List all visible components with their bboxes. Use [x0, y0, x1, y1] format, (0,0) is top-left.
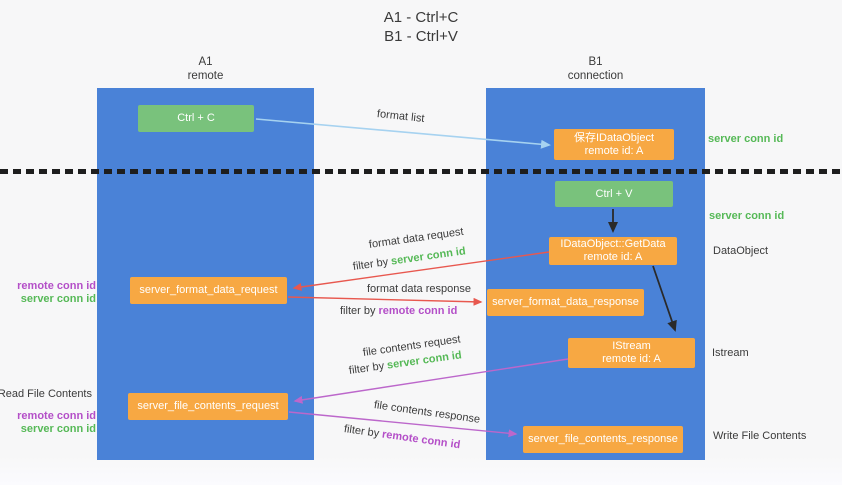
anno-istream: Istream — [712, 347, 749, 359]
node-server-file-contents-response: server_file_contents_response — [523, 426, 683, 453]
node-idataobject-getdata-line1: IDataObject::GetData — [560, 238, 666, 250]
node-idataobject-getdata-line2: remote id: A — [583, 251, 643, 263]
node-istream: IStream remote id: A — [568, 338, 695, 368]
node-server-format-data-response-label: server_format_data_response — [492, 296, 639, 308]
node-server-format-data-request-label: server_format_data_request — [139, 284, 278, 296]
anno-server-conn-id-top: server conn id — [708, 133, 784, 145]
node-idataobject-getdata: IDataObject::GetData remote id: A — [549, 237, 677, 265]
title-line-1: A1 - Ctrl+C — [383, 9, 459, 26]
node-ctrl-v: Ctrl + V — [555, 181, 673, 207]
filter-prefix: filter by — [340, 305, 376, 317]
node-server-format-data-response: server_format_data_response — [487, 289, 644, 316]
node-istream-line2: remote id: A — [602, 353, 661, 365]
lane-left-subtitle: remote — [187, 70, 224, 82]
anno-read-file-contents: Read File Contents — [0, 388, 92, 400]
title-line-2: B1 - Ctrl+V — [384, 28, 458, 45]
filter-key-remote-conn-id: remote conn id — [378, 305, 458, 317]
node-server-file-contents-response-label: server_file_contents_response — [528, 433, 678, 445]
anno-server-conn-id-left-bottom: server conn id — [20, 423, 96, 435]
node-save-idataobject-line1: 保存IDataObject — [573, 131, 655, 144]
anno-server-conn-id-left-top: server conn id — [20, 293, 96, 305]
filter-prefix: filter by — [352, 256, 389, 273]
node-save-idataobject: 保存IDataObject remote id: A — [554, 129, 674, 160]
filter-prefix: filter by — [348, 360, 385, 377]
diagram-title: A1 - Ctrl+C B1 - Ctrl+V — [0, 8, 842, 46]
arrow-format-data-response — [287, 296, 483, 306]
node-server-format-data-request: server_format_data_request — [130, 277, 287, 304]
anno-remote-conn-id-bottom: remote conn id — [17, 410, 96, 422]
edge-label-format-list: format list — [376, 108, 426, 125]
lane-right-title: B1 — [588, 56, 603, 68]
lane-right-header: B1 connection — [486, 55, 705, 83]
edge-label-filter-file-response: filter byremote conn id — [343, 423, 461, 451]
node-server-file-contents-request-label: server_file_contents_request — [137, 400, 279, 412]
edge-label-format-data-response: format data response — [367, 283, 471, 295]
filter-key-server-conn-id: server conn id — [390, 245, 467, 268]
anno-server-conn-id-mid: server conn id — [709, 210, 785, 222]
lane-right-subtitle: connection — [567, 70, 624, 82]
session-divider-dotted-line — [0, 169, 842, 174]
edge-label-file-contents-response: file contents response — [373, 399, 481, 426]
anno-conn-ids-bottom: remote conn id server conn id — [17, 410, 96, 436]
anno-conn-ids-top: remote conn id server conn id — [17, 280, 96, 306]
anno-write-file-contents: Write File Contents — [713, 430, 807, 442]
filter-key-remote-conn-id: remote conn id — [381, 428, 462, 452]
node-istream-line1: IStream — [612, 340, 651, 352]
lane-left-title: A1 — [198, 56, 213, 68]
anno-dataobject: DataObject — [713, 245, 769, 257]
node-ctrl-v-label: Ctrl + V — [595, 187, 633, 200]
node-ctrl-c: Ctrl + C — [138, 105, 254, 132]
anno-remote-conn-id-top: remote conn id — [17, 280, 96, 292]
node-ctrl-c-label: Ctrl + C — [177, 112, 215, 124]
node-server-file-contents-request: server_file_contents_request — [128, 393, 288, 420]
filter-prefix: filter by — [343, 423, 380, 440]
node-save-idataobject-line2: remote id: A — [584, 144, 644, 157]
lane-left-header: A1 remote — [97, 55, 314, 83]
